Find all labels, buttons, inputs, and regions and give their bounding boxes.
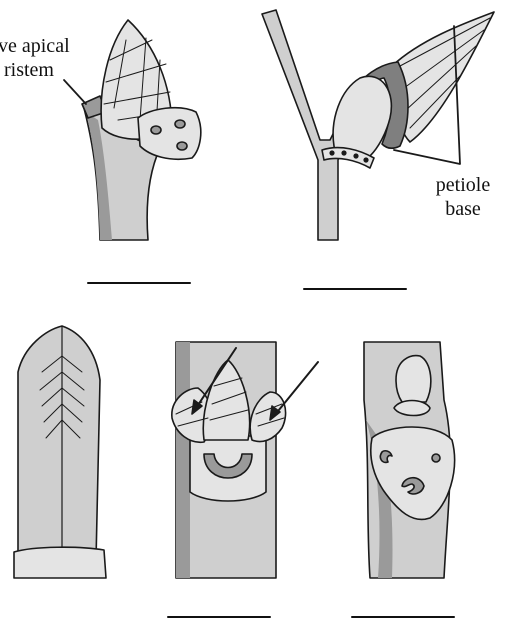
panel-a-leaf-scar [138,108,201,160]
panel-a-pointer-line [64,80,86,104]
panel-a-bundle-scar [177,142,187,150]
panel-a-bundle-scar [151,126,161,134]
panel-c-base [14,547,106,578]
panel-e-bud [396,356,431,402]
panel-d-stem [172,342,318,578]
panel-c-leaf [14,326,106,578]
panel-d-stem-shade [176,342,190,578]
label-petiole-line2: base [445,198,481,220]
panel-a-bud [64,20,201,240]
panel-e-stem [364,342,455,578]
panel-e-bud-base [394,401,430,416]
label-apical-line2: ristem [4,59,54,81]
panel-b-bud-body [333,76,391,158]
panel-c-blade [18,326,100,560]
label-petiole-line1: petiole [436,174,491,196]
label-apical-line1: ve apical [0,35,70,57]
panel-e-bundle-scar [432,454,440,462]
panel-a-bundle-scar [175,120,185,128]
panel-d-arrow-right [274,362,318,416]
